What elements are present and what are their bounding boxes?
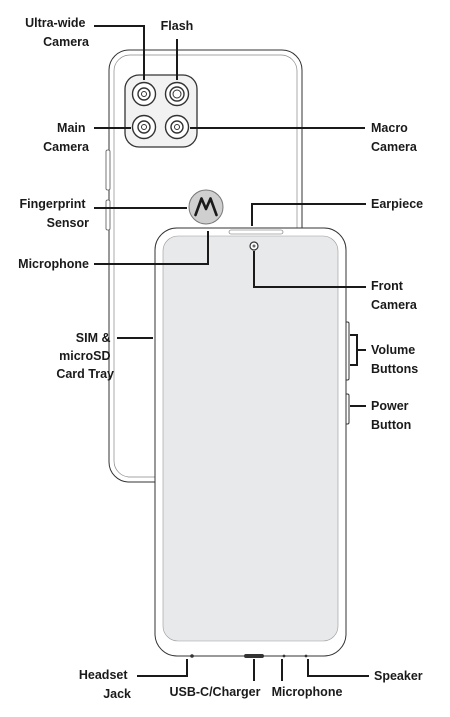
label-main-camera: Main Camera <box>43 121 90 154</box>
label-speaker: Speaker <box>374 669 423 683</box>
back-side-button <box>105 149 111 191</box>
front-camera-sensor <box>252 244 256 248</box>
label-power-button: Power Button <box>371 399 412 432</box>
usb-c-port <box>244 654 264 658</box>
label-volume-buttons: Volume Buttons <box>371 343 419 376</box>
fingerprint-sensor <box>188 189 224 225</box>
flash-lens <box>164 81 190 107</box>
back-side-button-2 <box>105 199 111 231</box>
headset-jack-port <box>190 654 194 658</box>
speaker-port <box>304 654 308 658</box>
label-ultra-wide-camera: Ultra-wide Camera <box>25 16 90 49</box>
label-flash: Flash <box>161 19 194 33</box>
label-front-camera: Front Camera <box>371 279 418 312</box>
main-camera-lens <box>131 114 157 140</box>
ultra-wide-camera-lens <box>131 81 157 107</box>
label-usb-charger: USB-C/Charger <box>170 685 261 699</box>
bottom-microphone-port <box>282 654 286 658</box>
motorola-m-icon <box>194 197 218 217</box>
label-earpiece: Earpiece <box>371 197 423 211</box>
label-sim-tray: SIM & microSD Card Tray <box>56 331 114 381</box>
screen <box>162 235 339 642</box>
labels: Ultra-wide Camera Flash Main Camera Macr… <box>18 16 423 701</box>
leader-lines <box>94 25 369 681</box>
macro-camera-lens <box>164 114 190 140</box>
earpiece-grille <box>228 229 284 235</box>
label-headset-jack: Headset Jack <box>79 668 131 701</box>
phone-front <box>154 227 350 658</box>
label-microphone-top: Microphone <box>18 257 89 271</box>
label-macro-camera: Macro Camera <box>371 121 418 154</box>
label-fingerprint-sensor: Fingerprint Sensor <box>20 197 90 230</box>
label-microphone-bottom: Microphone <box>272 685 343 699</box>
